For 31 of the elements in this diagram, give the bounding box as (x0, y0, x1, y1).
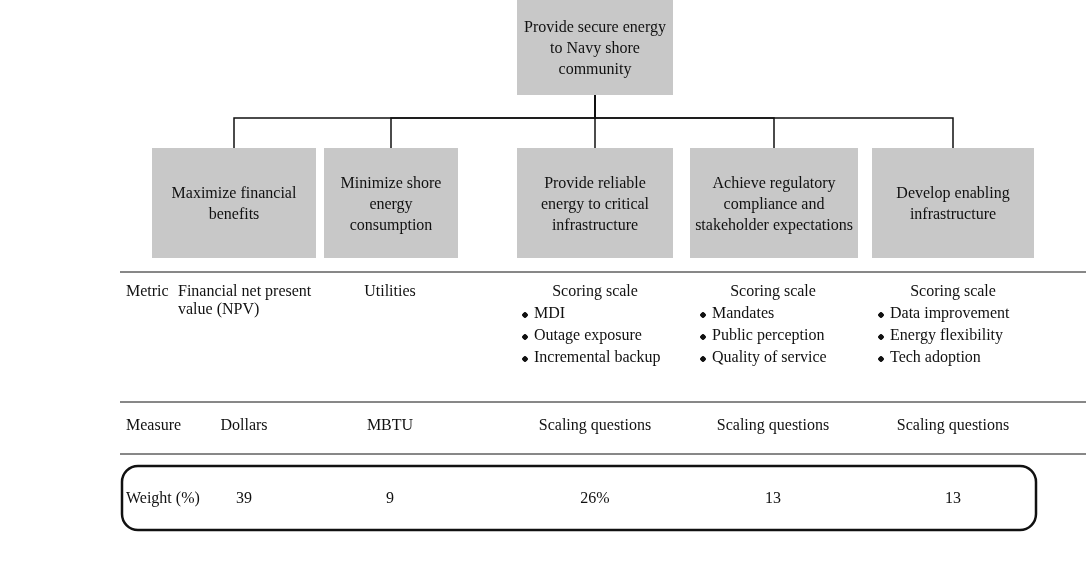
table-text: MBTU (366, 416, 414, 434)
table-text: Scoring scale (730, 282, 816, 300)
table-text: Scaling questions (538, 416, 652, 434)
list-item: Public perception (700, 326, 825, 344)
list-item: Tech adoption (878, 348, 981, 366)
list-item: Incremental backup (522, 348, 661, 366)
table-text: Scaling questions (896, 416, 1010, 434)
table-text: 26% (580, 489, 610, 507)
table-text: 13 (945, 489, 961, 507)
table-text: 13 (765, 489, 781, 507)
table-text: Scaling questions (716, 416, 830, 434)
objective-box: Maximize financial benefits (152, 148, 316, 258)
table-text: 9 (386, 489, 394, 507)
table-text: Financial net present value (NPV) (178, 282, 313, 318)
row-header: Metric (126, 282, 169, 300)
list-item: Quality of service (700, 348, 827, 366)
goal-box: Provide secure energy to Navy shore community (517, 0, 673, 95)
table-text: Dollars (220, 416, 268, 434)
table-text: Scoring scale (552, 282, 638, 300)
objective-box: Minimize shore energy consumption (324, 148, 458, 258)
objective-box: Provide reliable energy to critical infrastructure (517, 148, 673, 258)
row-header: Weight (%) (126, 489, 200, 507)
list-item: Energy flexibility (878, 326, 1003, 344)
table-text: Utilities (364, 282, 416, 300)
list-item: Data improvement (878, 304, 1010, 322)
table-text: Scoring scale (910, 282, 996, 300)
list-item: Outage exposure (522, 326, 642, 344)
objective-box: Develop enabling infrastructure (872, 148, 1034, 258)
objective-box: Achieve regulatory compliance and stakeholder expectations (690, 148, 858, 258)
row-header: Measure (126, 416, 182, 434)
table-text: 39 (236, 489, 252, 507)
